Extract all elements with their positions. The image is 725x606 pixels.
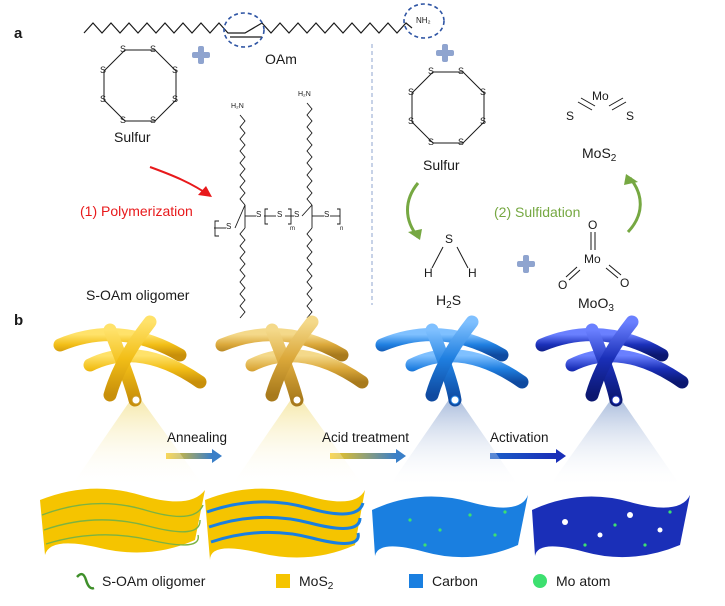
sulfur-ring-right: [411, 71, 485, 144]
sulfidation-arrow-up: [626, 177, 642, 234]
layered-sheet-stage-1: [40, 488, 205, 555]
panel-a-label: a: [14, 25, 23, 42]
legend-s-oam-oligomer: S-OAm oligomer: [102, 573, 206, 589]
fibre-bundle-stage-4: [535, 315, 689, 407]
nh2-label: NH₂: [416, 16, 431, 25]
plus-icon: [436, 44, 454, 62]
sulfur-label-left: Sulfur: [114, 129, 151, 145]
blue-square-icon: [409, 574, 423, 588]
annealing-arrowhead: [212, 449, 222, 463]
fibre-bundle-stage-2: [215, 315, 369, 407]
mos2-molecule: [577, 97, 627, 111]
plus-icon: [192, 46, 210, 64]
sulfur-atom: S: [445, 232, 454, 246]
hydrogen-atom: H: [424, 266, 433, 280]
sulfur-atom: S: [172, 65, 179, 75]
sulfur-atom: S: [120, 115, 127, 125]
subscript-m: m: [290, 226, 295, 232]
mos2-label: MoS2: [582, 145, 617, 164]
acid-arrowhead: [396, 449, 406, 463]
step-activation: Activation: [490, 430, 549, 445]
oxygen-atom: O: [620, 276, 630, 290]
step-acid-treatment: Acid treatment: [322, 430, 410, 445]
fibre-bundle-stage-3: [375, 315, 529, 407]
green-circle-icon: [533, 574, 547, 588]
subscript-n: n: [340, 226, 344, 232]
sulfur-atom: S: [277, 210, 283, 219]
plus-icon: [517, 255, 535, 273]
moo3-molecule: [565, 232, 622, 281]
amine-group-label: H₂N: [231, 103, 244, 110]
oxygen-atom: O: [588, 218, 598, 232]
layered-sheet-stage-2: [205, 488, 365, 560]
sulfur-atom: S: [100, 94, 107, 104]
double-bond-highlight-circle: [223, 12, 265, 48]
legend-mo-atom: Mo atom: [556, 573, 611, 589]
acid-arrow-shaft: [330, 453, 396, 459]
carbon-sheet-stage-4: [532, 495, 690, 558]
sulfur-atom: S: [408, 87, 415, 97]
sulfur-atom: S: [458, 137, 465, 147]
magnify-beam: [388, 398, 520, 488]
sulfur-atom: S: [428, 137, 435, 147]
magnify-beam: [548, 398, 682, 488]
mo-atom: Mo: [584, 252, 601, 266]
amine-group-label: H₂N: [298, 91, 311, 98]
sulfur-atom: S: [256, 210, 262, 219]
oam-molecule: [83, 22, 413, 38]
panel-b-label: b: [14, 312, 24, 329]
sulfur-atom: S: [626, 109, 635, 123]
fibre-bundle-stage-1: [53, 315, 207, 407]
activation-arrow-shaft: [490, 453, 556, 459]
moo3-label: MoO3: [578, 295, 614, 314]
legend-carbon: Carbon: [432, 573, 478, 589]
sulfur-atom: S: [480, 116, 487, 126]
sulfur-atom: S: [226, 222, 232, 231]
sulfur-atom: S: [566, 109, 575, 123]
sulfur-atom: S: [480, 87, 487, 97]
sulfur-atom: S: [408, 116, 415, 126]
sulfur-ring-left: [103, 49, 177, 122]
magnify-beam: [230, 398, 365, 488]
carbon-sheet-stage-3: [372, 495, 528, 558]
sulfur-atom: S: [324, 210, 330, 219]
hydrogen-atom: H: [468, 266, 477, 280]
polymerization-label: (1) Polymerization: [80, 203, 193, 219]
legend-mos2: MoS2: [299, 573, 334, 592]
sulfur-atom: S: [120, 44, 127, 54]
mo-atom: Mo: [592, 89, 609, 103]
s-oam-oligomer-structure: [214, 102, 341, 319]
sulfur-atom: S: [150, 44, 157, 54]
sulfidation-arrowhead-up: [624, 174, 638, 185]
activation-arrowhead: [556, 449, 566, 463]
oligomer-label: S-OAm oligomer: [86, 287, 190, 303]
h2s-label: H2S: [436, 292, 462, 311]
amine-highlight-circle: [403, 3, 445, 39]
oam-label: OAm: [265, 51, 297, 67]
sulfur-atom: S: [428, 66, 435, 76]
annealing-arrow-shaft: [166, 453, 212, 459]
green-wave-icon: [76, 572, 95, 590]
step-annealing: Annealing: [167, 430, 228, 445]
sulfidation-arrowhead-down: [408, 229, 422, 240]
sulfur-atom: S: [458, 66, 465, 76]
sulfur-label-right: Sulfur: [423, 157, 460, 173]
polymerization-arrowhead: [198, 186, 212, 197]
sulfidation-arrow-down: [406, 182, 420, 238]
sulfur-atom: S: [172, 94, 179, 104]
sulfidation-label: (2) Sulfidation: [494, 204, 581, 220]
magnify-beam: [70, 398, 205, 488]
sulfur-atom: S: [100, 65, 107, 75]
sulfur-atom: S: [294, 210, 300, 219]
h2s-molecule: [431, 246, 469, 269]
yellow-square-icon: [276, 574, 290, 588]
sulfur-atom: S: [150, 115, 157, 125]
oxygen-atom: O: [558, 278, 568, 292]
